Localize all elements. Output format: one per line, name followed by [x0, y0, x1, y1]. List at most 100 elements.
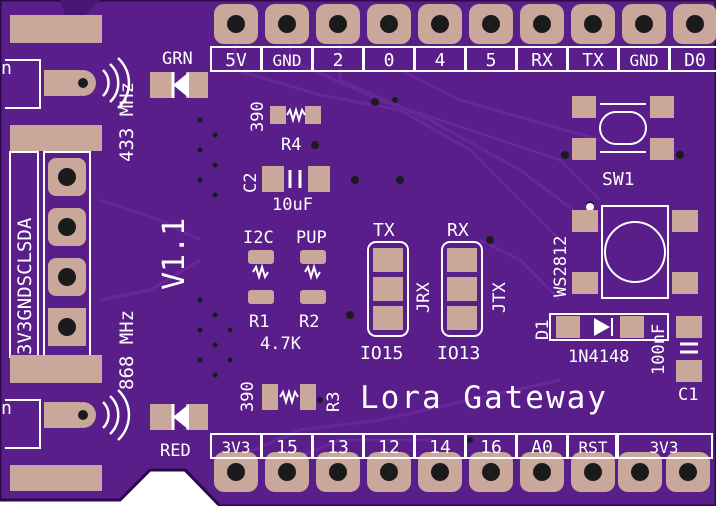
resistor-r3: 390 R3: [238, 381, 344, 412]
r1-ref: R1: [249, 312, 269, 332]
top-header-pin-label: GND: [273, 51, 302, 70]
jumper-tx: TX JRX IO15: [360, 220, 434, 364]
bottom-header-pin[interactable]: 12: [363, 433, 415, 492]
jumper-tx-top-label: TX: [373, 220, 395, 241]
bottom-header-pin[interactable]: 14: [414, 433, 466, 492]
ws2812-ref: WS2812: [551, 236, 571, 297]
resistor-r1: I2C R1: [243, 228, 274, 332]
bottom-header-pin-label: A0: [531, 437, 553, 458]
switch-ref: SW1: [602, 169, 635, 190]
left-header-pin[interactable]: [48, 208, 86, 246]
ufl-label-top: uFL: [0, 59, 12, 80]
switch-sw1[interactable]: SW1: [572, 96, 674, 190]
left-header-label: 3V3GNDSCLSDA: [14, 217, 36, 355]
r2-label: PUP: [296, 228, 327, 248]
c1-ref: C1: [678, 385, 698, 405]
jumper-rx-pad[interactable]: [447, 306, 477, 330]
bottom-header-pin[interactable]: 3V3: [210, 433, 262, 492]
bottom-header-pin[interactable]: A0: [516, 433, 568, 492]
top-header-pin[interactable]: GND: [618, 4, 670, 72]
jumper-rx-pad[interactable]: [447, 277, 477, 301]
jumper-rx-pin: IO13: [437, 343, 480, 364]
bottom-header-pin-label: 14: [429, 437, 451, 458]
r4-ref: R4: [281, 135, 301, 155]
top-pin-header: 5V GND 2 0 4 5 RX TX GND D0: [210, 4, 716, 72]
top-header-pin-label: GND: [630, 51, 659, 70]
top-header-pin-label: D0: [684, 50, 706, 71]
left-header-pin[interactable]: [48, 158, 86, 196]
bottom-header-pin[interactable]: 16: [465, 433, 517, 492]
antenna-connector-bottom: uFL 868 MHz: [0, 310, 138, 491]
bottom-header-pin-label: 16: [480, 437, 502, 458]
led-ws2812: WS2812: [551, 203, 698, 299]
frequency-label-bottom: 868 MHz: [116, 310, 138, 390]
resistor-r2: PUP R2: [296, 228, 327, 332]
led-green: GRN: [150, 49, 208, 98]
left-pin-header: 3V3GNDSCLSDA: [9, 151, 91, 358]
bottom-header-pin-label: 3V3: [650, 438, 679, 457]
top-header-pin-label: 5: [486, 50, 497, 71]
top-header-pin-label: 4: [435, 50, 446, 71]
bottom-header-pin[interactable]: RST: [567, 433, 619, 492]
bottom-header-pin[interactable]: 13: [312, 433, 364, 492]
jumper-rx-top-label: RX: [447, 220, 469, 241]
top-header-pin-label: 2: [333, 50, 344, 71]
bottom-header-pin[interactable]: [618, 452, 662, 492]
left-header-pin[interactable]: [48, 308, 86, 346]
r2-ref: R2: [299, 312, 319, 332]
bottom-header-pin-label: RST: [579, 438, 608, 457]
r1-label: I2C: [243, 228, 274, 248]
left-header-pin[interactable]: [48, 258, 86, 296]
top-header-pin[interactable]: D0: [669, 4, 716, 72]
top-header-pin-label: TX: [582, 50, 604, 71]
antenna-connector-top: uFL 433 MHz: [0, 15, 138, 162]
bottom-header-pin-label: 13: [327, 437, 349, 458]
top-header-pin[interactable]: 0: [363, 4, 415, 72]
bottom-header-pin-label: 15: [276, 437, 298, 458]
resistor-r4: 390 R4: [248, 101, 321, 155]
led-red-label: RED: [160, 441, 191, 461]
r3-value: 390: [238, 381, 258, 412]
diode-part: 1N4148: [568, 347, 629, 367]
copper-traces: [99, 20, 602, 462]
capacitor-c1: 100nF C1: [649, 316, 702, 405]
r3-ref: R3: [324, 392, 344, 412]
led-green-label: GRN: [162, 49, 193, 69]
top-header-pin-label: 5V: [225, 50, 247, 71]
top-header-pin[interactable]: 5V: [210, 4, 262, 72]
bottom-header-pin[interactable]: [666, 452, 710, 492]
c2-value: 10uF: [272, 195, 313, 215]
frequency-label-top: 433 MHz: [116, 82, 138, 162]
top-header-pin[interactable]: RX: [516, 4, 568, 72]
top-header-pin[interactable]: TX: [567, 4, 619, 72]
c2-ref: C2: [241, 173, 261, 193]
jumper-tx-pad[interactable]: [373, 277, 403, 301]
jumper-tx-pad[interactable]: [373, 306, 403, 330]
jumper-rx-pad[interactable]: [447, 248, 477, 272]
board-title: Lora Gateway: [360, 380, 608, 416]
jumper-tx-pad[interactable]: [373, 248, 403, 272]
bottom-pin-header: 3V3 15 13 12 14 16 A0 RST 3V3: [210, 433, 713, 492]
version-label: V1.1: [157, 218, 192, 290]
jumper-rx-name: JTX: [490, 282, 510, 313]
bottom-header-pin[interactable]: 15: [261, 433, 313, 492]
top-header-pin-label: 0: [384, 50, 395, 71]
jumper-rx: RX JTX IO13: [437, 220, 510, 364]
led-red: RED: [150, 404, 208, 461]
top-header-pin[interactable]: 4: [414, 4, 466, 72]
diode-d1: D1 1N4148: [533, 313, 669, 367]
ufl-label-bottom: uFL: [0, 399, 12, 420]
r4-value: 390: [248, 101, 268, 132]
bottom-header-pin-label: 3V3: [222, 438, 251, 457]
diode-ref: D1: [533, 320, 553, 340]
bottom-header-pin-label: 12: [378, 437, 400, 458]
top-header-pin[interactable]: GND: [261, 4, 313, 72]
jumper-tx-name: JRX: [414, 282, 434, 313]
c1-value: 100nF: [649, 324, 669, 375]
jumper-tx-pin: IO15: [360, 343, 403, 364]
pullup-value: 4.7K: [260, 334, 302, 354]
capacitor-c2: C2 10uF: [241, 166, 330, 215]
top-header-pin-label: RX: [531, 50, 553, 71]
